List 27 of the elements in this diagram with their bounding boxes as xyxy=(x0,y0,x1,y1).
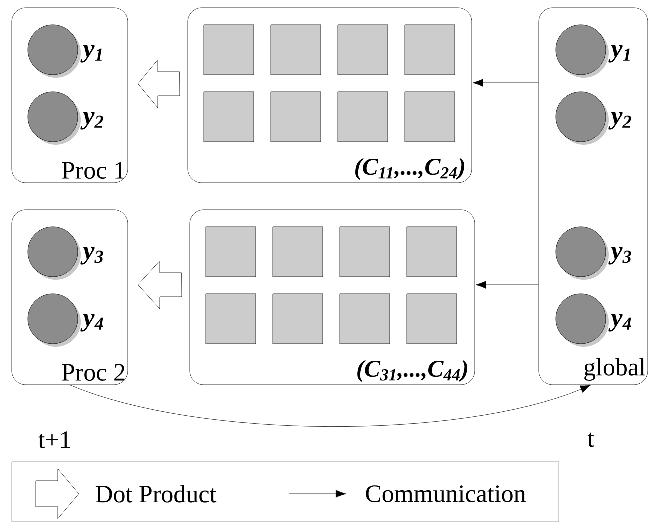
variable-label: y$_{1}$ xyxy=(80,45,102,63)
arrow xyxy=(476,281,539,289)
matrix-box: (C$_{31}$,...,C$_{44}$) xyxy=(190,210,476,386)
circle xyxy=(556,226,609,280)
variable-label: y$_{4}$ xyxy=(80,314,104,332)
block-arrow xyxy=(138,60,180,108)
circle xyxy=(556,24,609,78)
time-label: t+1 xyxy=(38,432,70,448)
circle xyxy=(556,92,609,145)
variable-label: y$_{4}$ xyxy=(608,314,632,332)
variable-label: y$_{3}$ xyxy=(608,247,632,265)
circle xyxy=(556,294,609,347)
variable-label: y$_{3}$ xyxy=(80,247,104,265)
variable-label: y$_{1}$ xyxy=(608,45,630,63)
legend-label: Communication xyxy=(366,486,526,502)
variable-label: y$_{2}$ xyxy=(608,112,632,130)
arrow xyxy=(472,79,539,87)
circle xyxy=(28,92,81,145)
circle xyxy=(28,24,81,78)
circle xyxy=(28,294,81,347)
time-label: t xyxy=(588,432,594,448)
circle xyxy=(28,226,81,280)
variable-label: y$_{2}$ xyxy=(80,112,104,130)
arrow xyxy=(70,385,591,427)
legend-label: Dot Product xyxy=(96,485,217,503)
matrix-box: (C$_{11}$,...,C$_{24}$) xyxy=(188,8,472,184)
block-arrow xyxy=(138,260,182,310)
